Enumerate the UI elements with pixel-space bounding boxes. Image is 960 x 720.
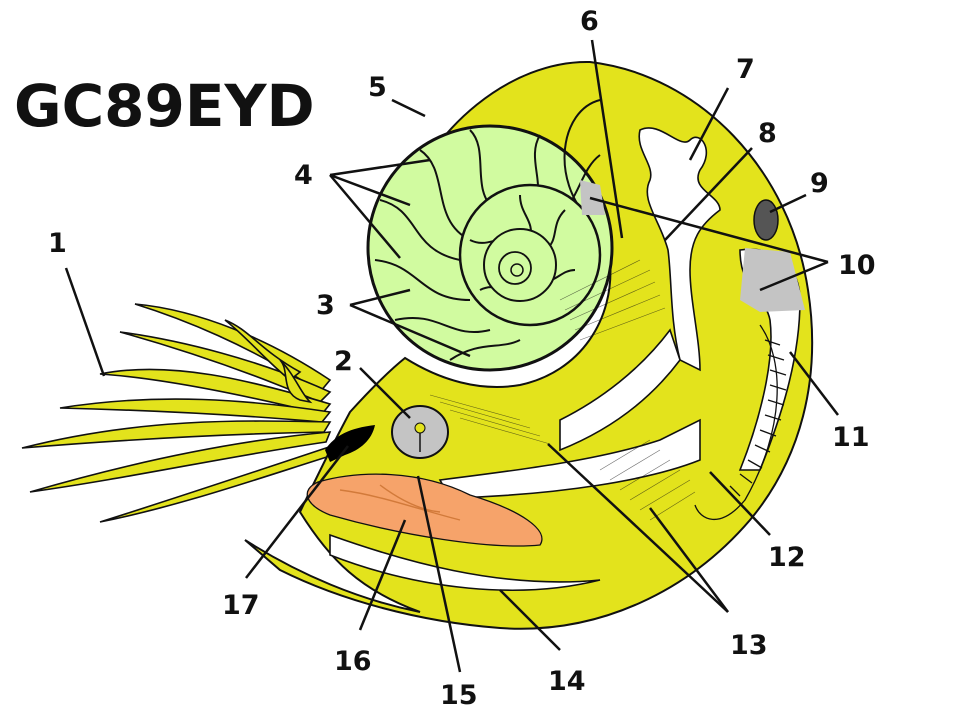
tentacles [21,303,334,523]
beak [325,425,375,462]
eye-lens [414,422,426,434]
label-17: 17 [222,590,260,621]
label-10: 10 [838,250,876,281]
label-13: 13 [730,630,768,661]
label-16: 16 [334,646,372,677]
label-15: 15 [440,680,478,711]
leader-lines [64,39,839,673]
gonad-detail [339,484,461,521]
shell-chambers [366,99,614,372]
label-2: 2 [334,346,353,377]
watermark-code: GC89EYD [14,72,315,140]
hatching [429,259,696,521]
label-6: 6 [580,6,599,37]
gills [694,324,787,521]
label-7: 7 [736,54,755,85]
label-4: 4 [294,160,313,191]
label-9: 9 [810,168,829,199]
label-3: 3 [316,290,335,321]
label-14: 14 [548,666,586,697]
label-11: 11 [832,422,870,453]
organ-9-dark [753,199,779,241]
labels: 1 2 3 4 5 6 7 8 9 10 11 12 13 14 15 16 1… [48,6,876,711]
label-5: 5 [368,72,387,103]
label-12: 12 [768,542,806,573]
label-8: 8 [758,118,777,149]
label-1: 1 [48,228,67,259]
